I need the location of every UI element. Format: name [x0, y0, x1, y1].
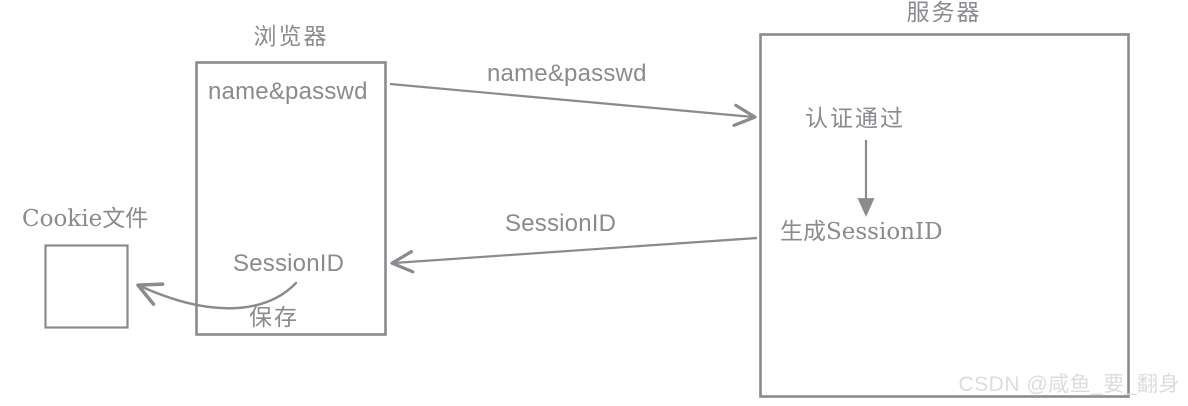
server-generate-label: 生成SessionID [780, 219, 943, 245]
response-edge-label: SessionID [505, 210, 617, 237]
server-box [759, 33, 1130, 398]
browser-sessionid-label: SessionID [233, 250, 345, 277]
request-arrow [389, 82, 757, 128]
browser-credentials-label: name&passwd [208, 78, 368, 105]
server-title: 服务器 [906, 0, 982, 26]
save-arrow [136, 281, 298, 310]
browser-save-label: 保存 [249, 305, 299, 331]
cookie-file-label: Cookie文件 [22, 206, 149, 232]
csdn-watermark: CSDN @咸鱼_要_翻身 [958, 373, 1180, 396]
server-auth-label: 认证通过 [805, 106, 905, 132]
browser-title: 浏览器 [253, 24, 329, 50]
request-edge-label: name&passwd [487, 60, 647, 87]
response-arrow [390, 236, 758, 274]
browser-box [195, 61, 387, 336]
cookie-file-box [44, 244, 129, 329]
